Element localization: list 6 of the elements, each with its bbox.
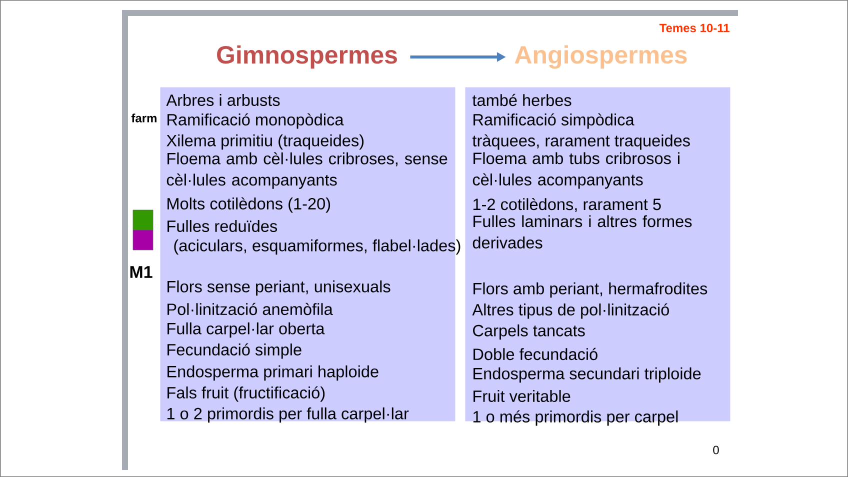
heading: Gimnospermes xyxy=(217,45,397,69)
comparison-panel: també herbes Ramificació simpòdica tràquees, rarament traqueides Floema amb tubs cribrosos i cèl·lules acompanyants 1-2 cotilèdons, rarament 5 Fulles laminars i altres formes derivades Flors amb periant, hermafrodites Altres tipus de pol·linització Carpels tancats Doble fecundació Endosperma secundari triploide Fruit veritable 1 o més primordis per carpel xyxy=(465,87,730,426)
topic-label: Temes 10-11 xyxy=(659,24,730,32)
comparison-panel: Arbres i arbusts Ramificació monopòdica Xilema primitiu (traqueides) Floema amb cèl·lules cribroses, sense cèl·lules acompanyants Molts cotilèdons (1-20) Fulles reduïdes (aciculars, esquamiformes, flabel·lades) Flors sense periant, unisexuals Pol·linització anemòfila Fulla carpel·lar oberta Fecundació simple Endosperma primari haploide Fals fruit (fructificació) 1 o 2 primordis per fulla carpel·lar xyxy=(160,87,460,423)
heading: Angiospermes xyxy=(514,45,687,69)
page-number: 0 xyxy=(713,446,719,454)
